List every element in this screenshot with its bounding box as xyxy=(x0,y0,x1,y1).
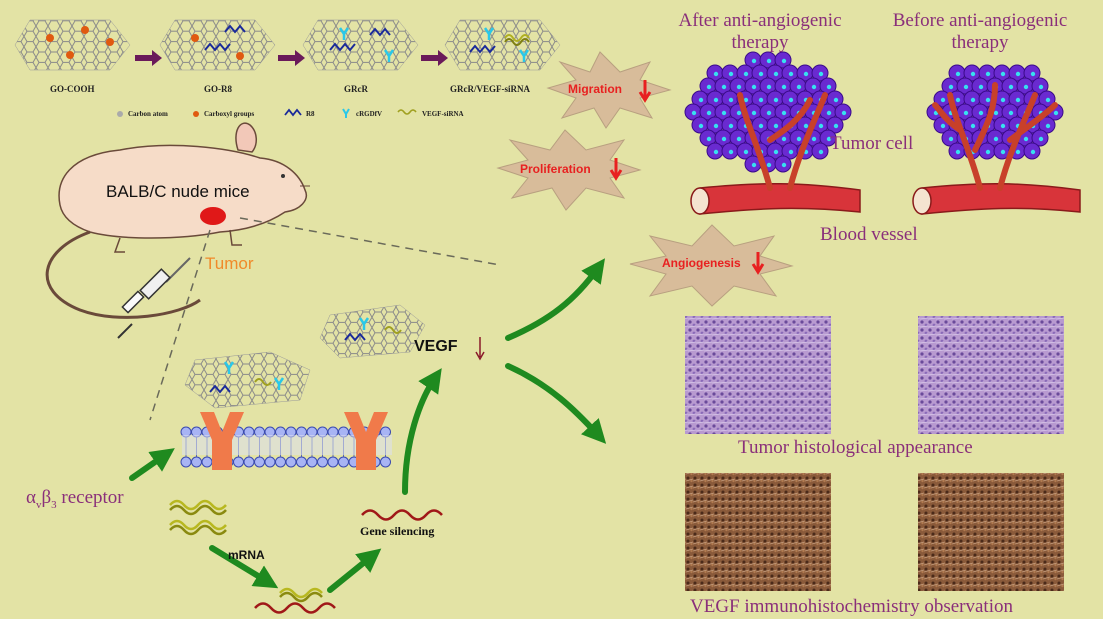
lipid-head xyxy=(306,456,318,468)
vegf-label: VEGF xyxy=(414,338,458,355)
lipid-head xyxy=(243,456,255,468)
sirna-strands xyxy=(169,499,227,536)
before-therapy-title: Before anti-angiogenic therapy xyxy=(892,10,1068,53)
after-therapy-title: After anti-angiogenic therapy xyxy=(678,10,842,53)
tumor-spot xyxy=(200,207,226,225)
crgdfv-icon xyxy=(342,108,350,118)
syringe-icon xyxy=(117,257,191,339)
sirna-icon xyxy=(397,109,417,115)
legend-carbon-atom: Carbon atom xyxy=(128,110,168,118)
lipid-head xyxy=(275,456,286,468)
vegf-down-arrow xyxy=(475,337,485,361)
process-arrow-1 xyxy=(135,50,162,66)
lipid-head xyxy=(201,456,213,468)
legend-vegf-sirna: VEGF-siRNA xyxy=(422,110,464,118)
starburst-proliferation xyxy=(496,129,642,211)
silenced-mrna xyxy=(361,509,443,521)
receptor-right xyxy=(344,412,388,470)
legend-carboxyl-groups: Carboxyl groups xyxy=(204,110,255,118)
nanosheet-lower xyxy=(184,351,311,409)
receptor-label: αvβ3 receptor xyxy=(26,487,124,511)
process-arrow-2 xyxy=(278,50,305,66)
effect-proliferation: Proliferation xyxy=(520,162,591,176)
nude-mouse-illustration xyxy=(45,122,310,319)
histology-after-image xyxy=(685,316,831,434)
effect-migration: Migration xyxy=(568,82,622,96)
process-arrow-3 xyxy=(421,50,448,66)
tumor-before-therapy xyxy=(912,64,1081,215)
effect-angiogenesis: Angiogenesis xyxy=(662,256,741,270)
down-arrow-proliferation xyxy=(609,158,623,181)
lipid-head xyxy=(285,456,297,468)
carbon-atom-icon xyxy=(117,111,123,117)
ihc-before-image xyxy=(918,473,1064,591)
lipid-head xyxy=(264,456,276,468)
lipid-head xyxy=(296,456,307,468)
ihc-after-image xyxy=(685,473,831,591)
histology-caption: Tumor histological appearance xyxy=(738,437,973,458)
zoom-line-upper xyxy=(239,217,501,266)
graphene-sheet-go-r8 xyxy=(159,19,276,71)
mouse-label: BALB/C nude mice xyxy=(106,182,250,201)
tumor-label: Tumor xyxy=(205,254,254,273)
down-arrow-migration xyxy=(638,80,652,103)
legend-crgdfv: cRGDfV xyxy=(356,110,383,118)
carboxyl-group-icon xyxy=(193,111,199,117)
starburst-angiogenesis xyxy=(629,224,794,307)
step-label-grcr: GRcR xyxy=(344,84,368,94)
step-label-go-cooh: GO-COOH xyxy=(50,84,95,94)
lipid-head xyxy=(191,456,202,468)
tumor-cell-label: Tumor cell xyxy=(830,133,914,154)
starburst-migration xyxy=(546,51,672,129)
lipid-head xyxy=(180,456,192,468)
graphene-sheet-go-cooh xyxy=(14,19,131,71)
nanosheet-upper xyxy=(319,304,426,359)
graphene-sheet-grcr-vegf-sirna xyxy=(444,19,561,71)
lipid-head xyxy=(317,456,328,468)
lipid-head xyxy=(380,456,391,468)
mrna-sirna-complex xyxy=(254,587,336,614)
ihc-caption: VEGF immunohistochemistry observation xyxy=(690,596,1013,617)
mrna-label: mRNA xyxy=(228,548,265,562)
step-label-grcr-vegf-sirna: GRcR/VEGF-siRNA xyxy=(450,84,530,94)
blood-vessel-label: Blood vessel xyxy=(820,224,918,245)
graphene-sheet-grcr xyxy=(302,19,419,71)
lipid-head xyxy=(254,456,265,468)
histology-before-image xyxy=(918,316,1064,434)
step-label-go-r8: GO-R8 xyxy=(204,84,232,94)
down-arrow-angiogenesis xyxy=(751,252,765,275)
lipid-head xyxy=(233,456,244,468)
tumor-after-therapy xyxy=(684,51,861,215)
lipid-head xyxy=(338,456,349,468)
receptor-left xyxy=(200,412,244,470)
zoom-line-lower xyxy=(149,229,211,421)
r8-icon xyxy=(284,108,302,117)
legend-r8: R8 xyxy=(306,110,315,118)
green-arrows xyxy=(129,258,607,593)
lipid-head xyxy=(327,456,339,468)
gene-silencing-label: Gene silencing xyxy=(360,524,435,538)
